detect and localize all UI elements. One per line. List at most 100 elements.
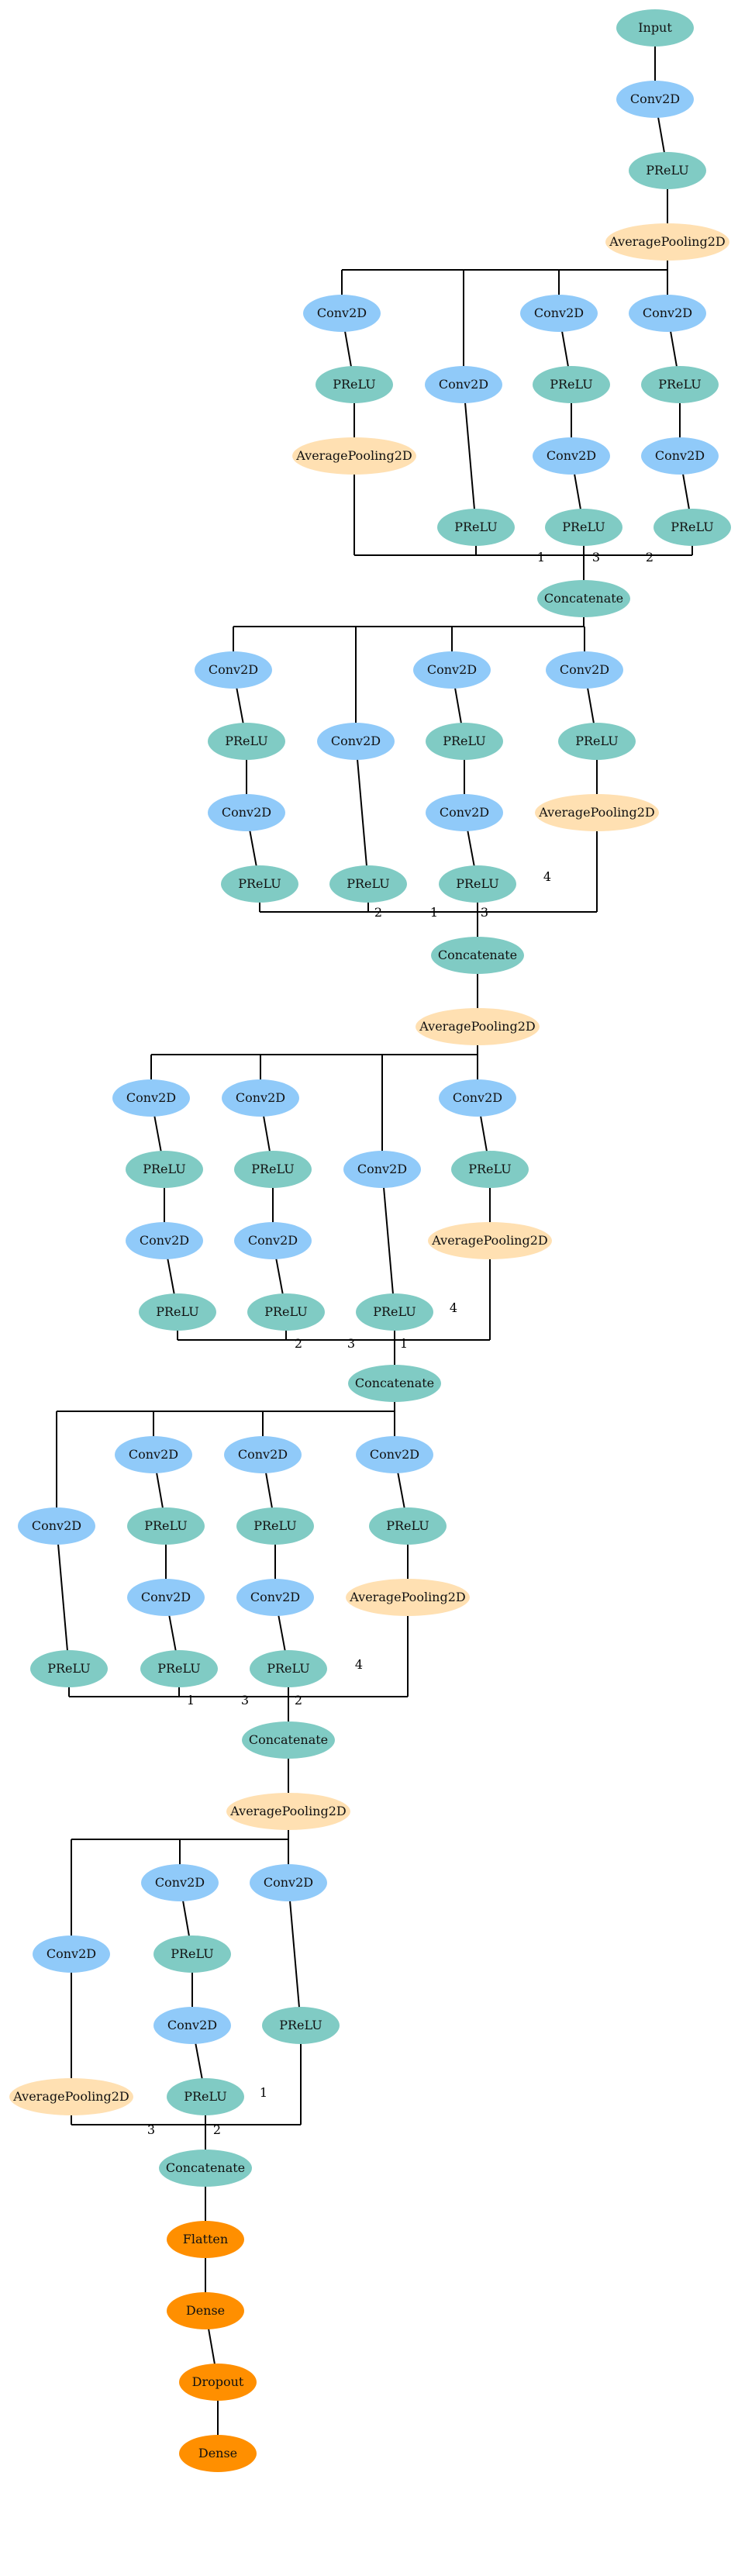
node-shape [369,1507,447,1545]
node-b2c-prelu1: PReLU [426,723,503,760]
node-b1d-prelu2: PReLU [654,509,731,546]
node-label: PReLU [157,1661,201,1676]
node-label: Conv2D [439,377,488,392]
node-b2d-pool: AveragePooling2D [535,794,659,831]
node-shape [546,651,623,689]
node-concat3: Concatenate [348,1365,441,1402]
node-shape [426,723,503,760]
node-label: PReLU [171,1946,214,1961]
node-b1a-conv: Conv2D [303,295,381,332]
node-prelu1: PReLU [629,152,706,189]
node-b4c-conv1: Conv2D [224,1436,302,1473]
node-shape [141,1864,219,1901]
node-shape [605,223,729,261]
node-shape [533,437,610,475]
node-label: Conv2D [630,92,680,106]
node-b1d-conv2: Conv2D [641,437,719,475]
edge-index-label: 2 [374,905,382,920]
node-label: PReLU [225,734,268,748]
node-concat5: Concatenate [159,2150,252,2187]
node-shape [316,366,393,403]
node-shape [616,81,694,118]
node-flatten: Flatten [167,2221,244,2258]
node-shape [537,580,630,617]
node-label: PReLU [144,1518,188,1533]
node-label: Conv2D [370,1447,419,1462]
node-label: PReLU [143,1162,186,1176]
node-shape [126,1151,203,1188]
node-label: AveragePooling2D [295,448,412,463]
node-label: Concatenate [438,948,517,962]
node-label: Conv2D [129,1447,178,1462]
node-label: Conv2D [47,1946,96,1961]
node-shape [222,1079,299,1117]
node-label: AveragePooling2D [419,1019,535,1034]
node-pool3: AveragePooling2D [226,1793,350,1830]
node-b3b-prelu1: PReLU [234,1151,312,1188]
node-input: Input [616,9,694,47]
node-label: PReLU [253,1518,297,1533]
node-b2b-conv: Conv2D [317,723,395,760]
node-label: Conv2D [655,448,705,463]
node-shape [545,509,622,546]
edge-index-label: 4 [543,869,551,884]
node-shape [242,1721,335,1759]
node-b2a-prelu1: PReLU [208,723,285,760]
node-b4a-prelu: PReLU [30,1650,108,1687]
edge-b3c_conv-to-b3c_prelu [381,1169,395,1313]
node-label: PReLU [646,163,689,178]
node-b3b-conv2: Conv2D [234,1222,312,1259]
edge-index-label: 2 [295,1336,302,1351]
node-shape [115,1436,192,1473]
node-label: AveragePooling2D [12,2089,129,2104]
node-label: Conv2D [357,1162,407,1176]
node-b1c-prelu2: PReLU [545,509,622,546]
node-label: Conv2D [331,734,381,748]
node-b2a-conv2: Conv2D [208,794,285,831]
node-b2a-prelu2: PReLU [221,865,298,903]
node-shape [234,1222,312,1259]
node-label: Conv2D [427,662,477,677]
node-shape [641,437,719,475]
node-b3d-prelu: PReLU [451,1151,529,1188]
edge-index-label: 4 [450,1300,457,1315]
node-b1b-conv: Conv2D [425,366,502,403]
node-shape [629,152,706,189]
edge-b2b_conv-to-b2b_prelu [355,741,369,885]
node-label: PReLU [333,377,376,392]
edge-index-label: 1 [260,2085,267,2100]
node-label: Conv2D [317,306,367,320]
node-b4b-prelu1: PReLU [127,1507,205,1545]
node-shape [317,723,395,760]
node-label: AveragePooling2D [609,234,725,249]
edge-index-label: 1 [400,1336,408,1351]
node-shape [9,2078,133,2115]
node-shape [153,2007,231,2044]
node-dense1: Dense [167,2292,244,2329]
node-label: PReLU [454,520,498,534]
edge-b1b_conv-to-b1b_prelu [463,384,477,528]
node-b2c-prelu2: PReLU [439,865,516,903]
node-b1a-pool: AveragePooling2D [292,437,416,475]
node-b4c-prelu2: PReLU [250,1650,327,1687]
node-shape [236,1507,314,1545]
node-label: PReLU [443,734,486,748]
node-shape [356,1293,433,1331]
node-shape [112,1079,190,1117]
node-b3b-conv1: Conv2D [222,1079,299,1117]
node-shape [208,723,285,760]
node-b4d-pool: AveragePooling2D [346,1579,470,1616]
node-b1b-prelu: PReLU [437,509,515,546]
node-label: PReLU [562,520,605,534]
node-shape [159,2150,252,2187]
node-shape [356,1436,433,1473]
node-b1d-conv1: Conv2D [629,295,706,332]
node-label: AveragePooling2D [431,1233,547,1248]
node-shape [234,1151,312,1188]
edge-index-label: 2 [295,1693,302,1708]
node-b1a-prelu: PReLU [316,366,393,403]
node-shape [167,2078,244,2115]
node-label: PReLU [386,1518,429,1533]
node-b4b-conv2: Conv2D [127,1579,205,1616]
